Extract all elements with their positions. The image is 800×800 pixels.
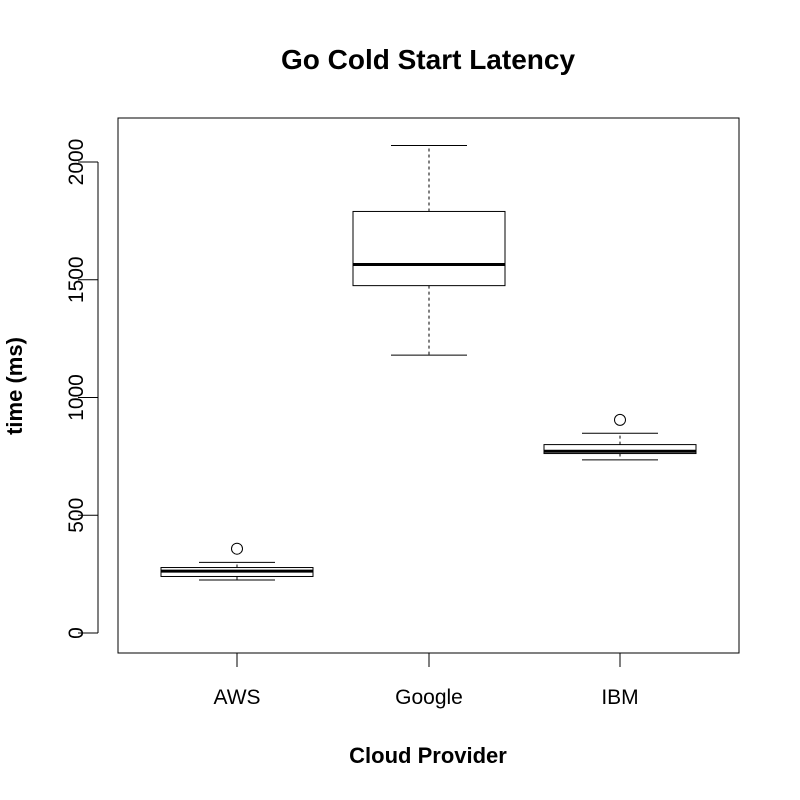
box-ibm	[543, 413, 697, 461]
outlier-point	[231, 542, 243, 555]
x-tick-label: IBM	[601, 686, 638, 709]
y-axis-label: time (ms)	[2, 337, 27, 435]
box-series	[160, 145, 697, 581]
x-axis-label: Cloud Provider	[349, 743, 507, 768]
box-google	[352, 145, 506, 356]
x-axis: AWS Google IBM	[213, 653, 639, 709]
y-tick-label: 1000	[65, 374, 88, 421]
outlier-point	[614, 413, 626, 426]
box-iqr	[543, 444, 697, 455]
y-tick-label: 500	[65, 498, 88, 533]
x-tick-label: Google	[395, 686, 463, 709]
box-aws	[160, 542, 314, 581]
chart-title: Go Cold Start Latency	[281, 44, 575, 75]
x-tick-label: AWS	[213, 686, 260, 709]
y-tick-label: 0	[65, 627, 88, 639]
y-axis: 0 500 1000 1500 2000	[65, 139, 99, 639]
y-tick-label: 2000	[65, 139, 88, 186]
y-tick-label: 1500	[65, 256, 88, 303]
box-iqr	[352, 210, 506, 287]
